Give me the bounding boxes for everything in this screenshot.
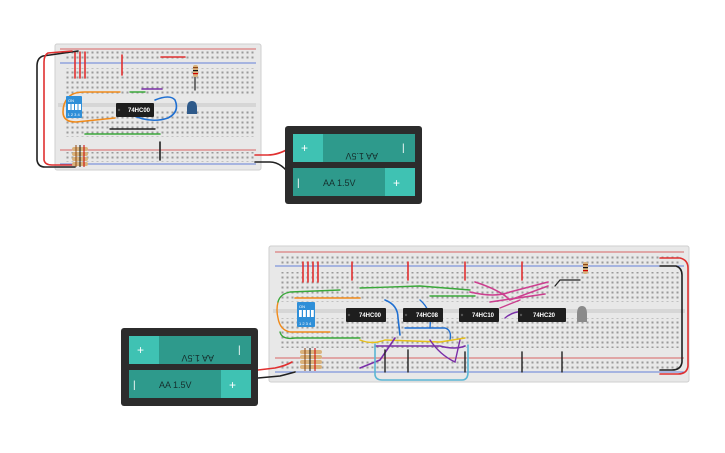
- battery-cell-label: AA 1.5V: [181, 353, 214, 363]
- resistor[interactable]: [583, 262, 588, 274]
- chip-label: 74HC10: [472, 313, 495, 319]
- plus-terminal-label: +: [301, 141, 308, 155]
- minus-terminal-label: |: [297, 178, 300, 189]
- resistor[interactable]: [193, 65, 198, 77]
- battery-cell-label: AA 1.5V: [345, 151, 378, 161]
- minus-terminal-label: |: [238, 345, 241, 356]
- chip-74hc00-1[interactable]: 74HC00: [116, 103, 154, 117]
- battery-cell-bottom[interactable]: | + AA 1.5V: [129, 370, 251, 398]
- dip-switch-numbers: 1 2 3 4: [299, 321, 312, 326]
- battery-cell-top[interactable]: + | AA 1.5V: [293, 134, 415, 162]
- dip-switch-on-label: ON: [68, 98, 74, 103]
- battery-pack-2[interactable]: + | AA 1.5V | + AA 1.5V: [121, 328, 258, 406]
- plus-terminal-label: +: [393, 176, 400, 190]
- chip-74hc00-2[interactable]: 74HC00: [346, 308, 386, 322]
- chip-74hc08[interactable]: 74HC08: [403, 308, 443, 322]
- resistor-bank[interactable]: [300, 348, 322, 371]
- dip-switch-1[interactable]: ON 1 2 3 4: [66, 96, 82, 118]
- chip-label: 74HC08: [416, 313, 439, 319]
- wires-circuit-1[interactable]: [36, 50, 293, 179]
- led-1[interactable]: [187, 101, 197, 114]
- chip-label: 74HC00: [359, 313, 382, 319]
- resistors-circuit-2[interactable]: [300, 262, 588, 371]
- dip-switch-on-label: ON: [299, 304, 305, 309]
- wires-circuit-2[interactable]: [257, 257, 689, 381]
- minus-terminal-label: |: [402, 143, 405, 154]
- minus-terminal-label: |: [133, 380, 136, 391]
- battery-cell-label: AA 1.5V: [159, 380, 192, 390]
- breadboard-1[interactable]: [54, 43, 262, 171]
- dip-switch-numbers: 1 2 3 4: [68, 112, 81, 117]
- battery-cell-label: AA 1.5V: [323, 178, 356, 188]
- battery-pack-1[interactable]: + | AA 1.5V | + AA 1.5V: [285, 126, 422, 204]
- battery-cell-top[interactable]: + | AA 1.5V: [129, 336, 251, 364]
- plus-terminal-label: +: [229, 378, 236, 392]
- plus-terminal-label: +: [137, 343, 144, 357]
- resistors-circuit-1[interactable]: [72, 65, 198, 167]
- chip-label: 74HC20: [533, 313, 556, 319]
- chip-label: 74HC00: [128, 108, 151, 114]
- resistor-bank[interactable]: [72, 145, 88, 167]
- battery-cell-bottom[interactable]: | + AA 1.5V: [293, 168, 415, 196]
- chip-74hc10[interactable]: 74HC10: [459, 308, 499, 322]
- led-2[interactable]: [577, 306, 587, 322]
- chip-74hc20[interactable]: 74HC20: [518, 308, 566, 322]
- dip-switch-2[interactable]: ON 1 2 3 4: [297, 302, 315, 327]
